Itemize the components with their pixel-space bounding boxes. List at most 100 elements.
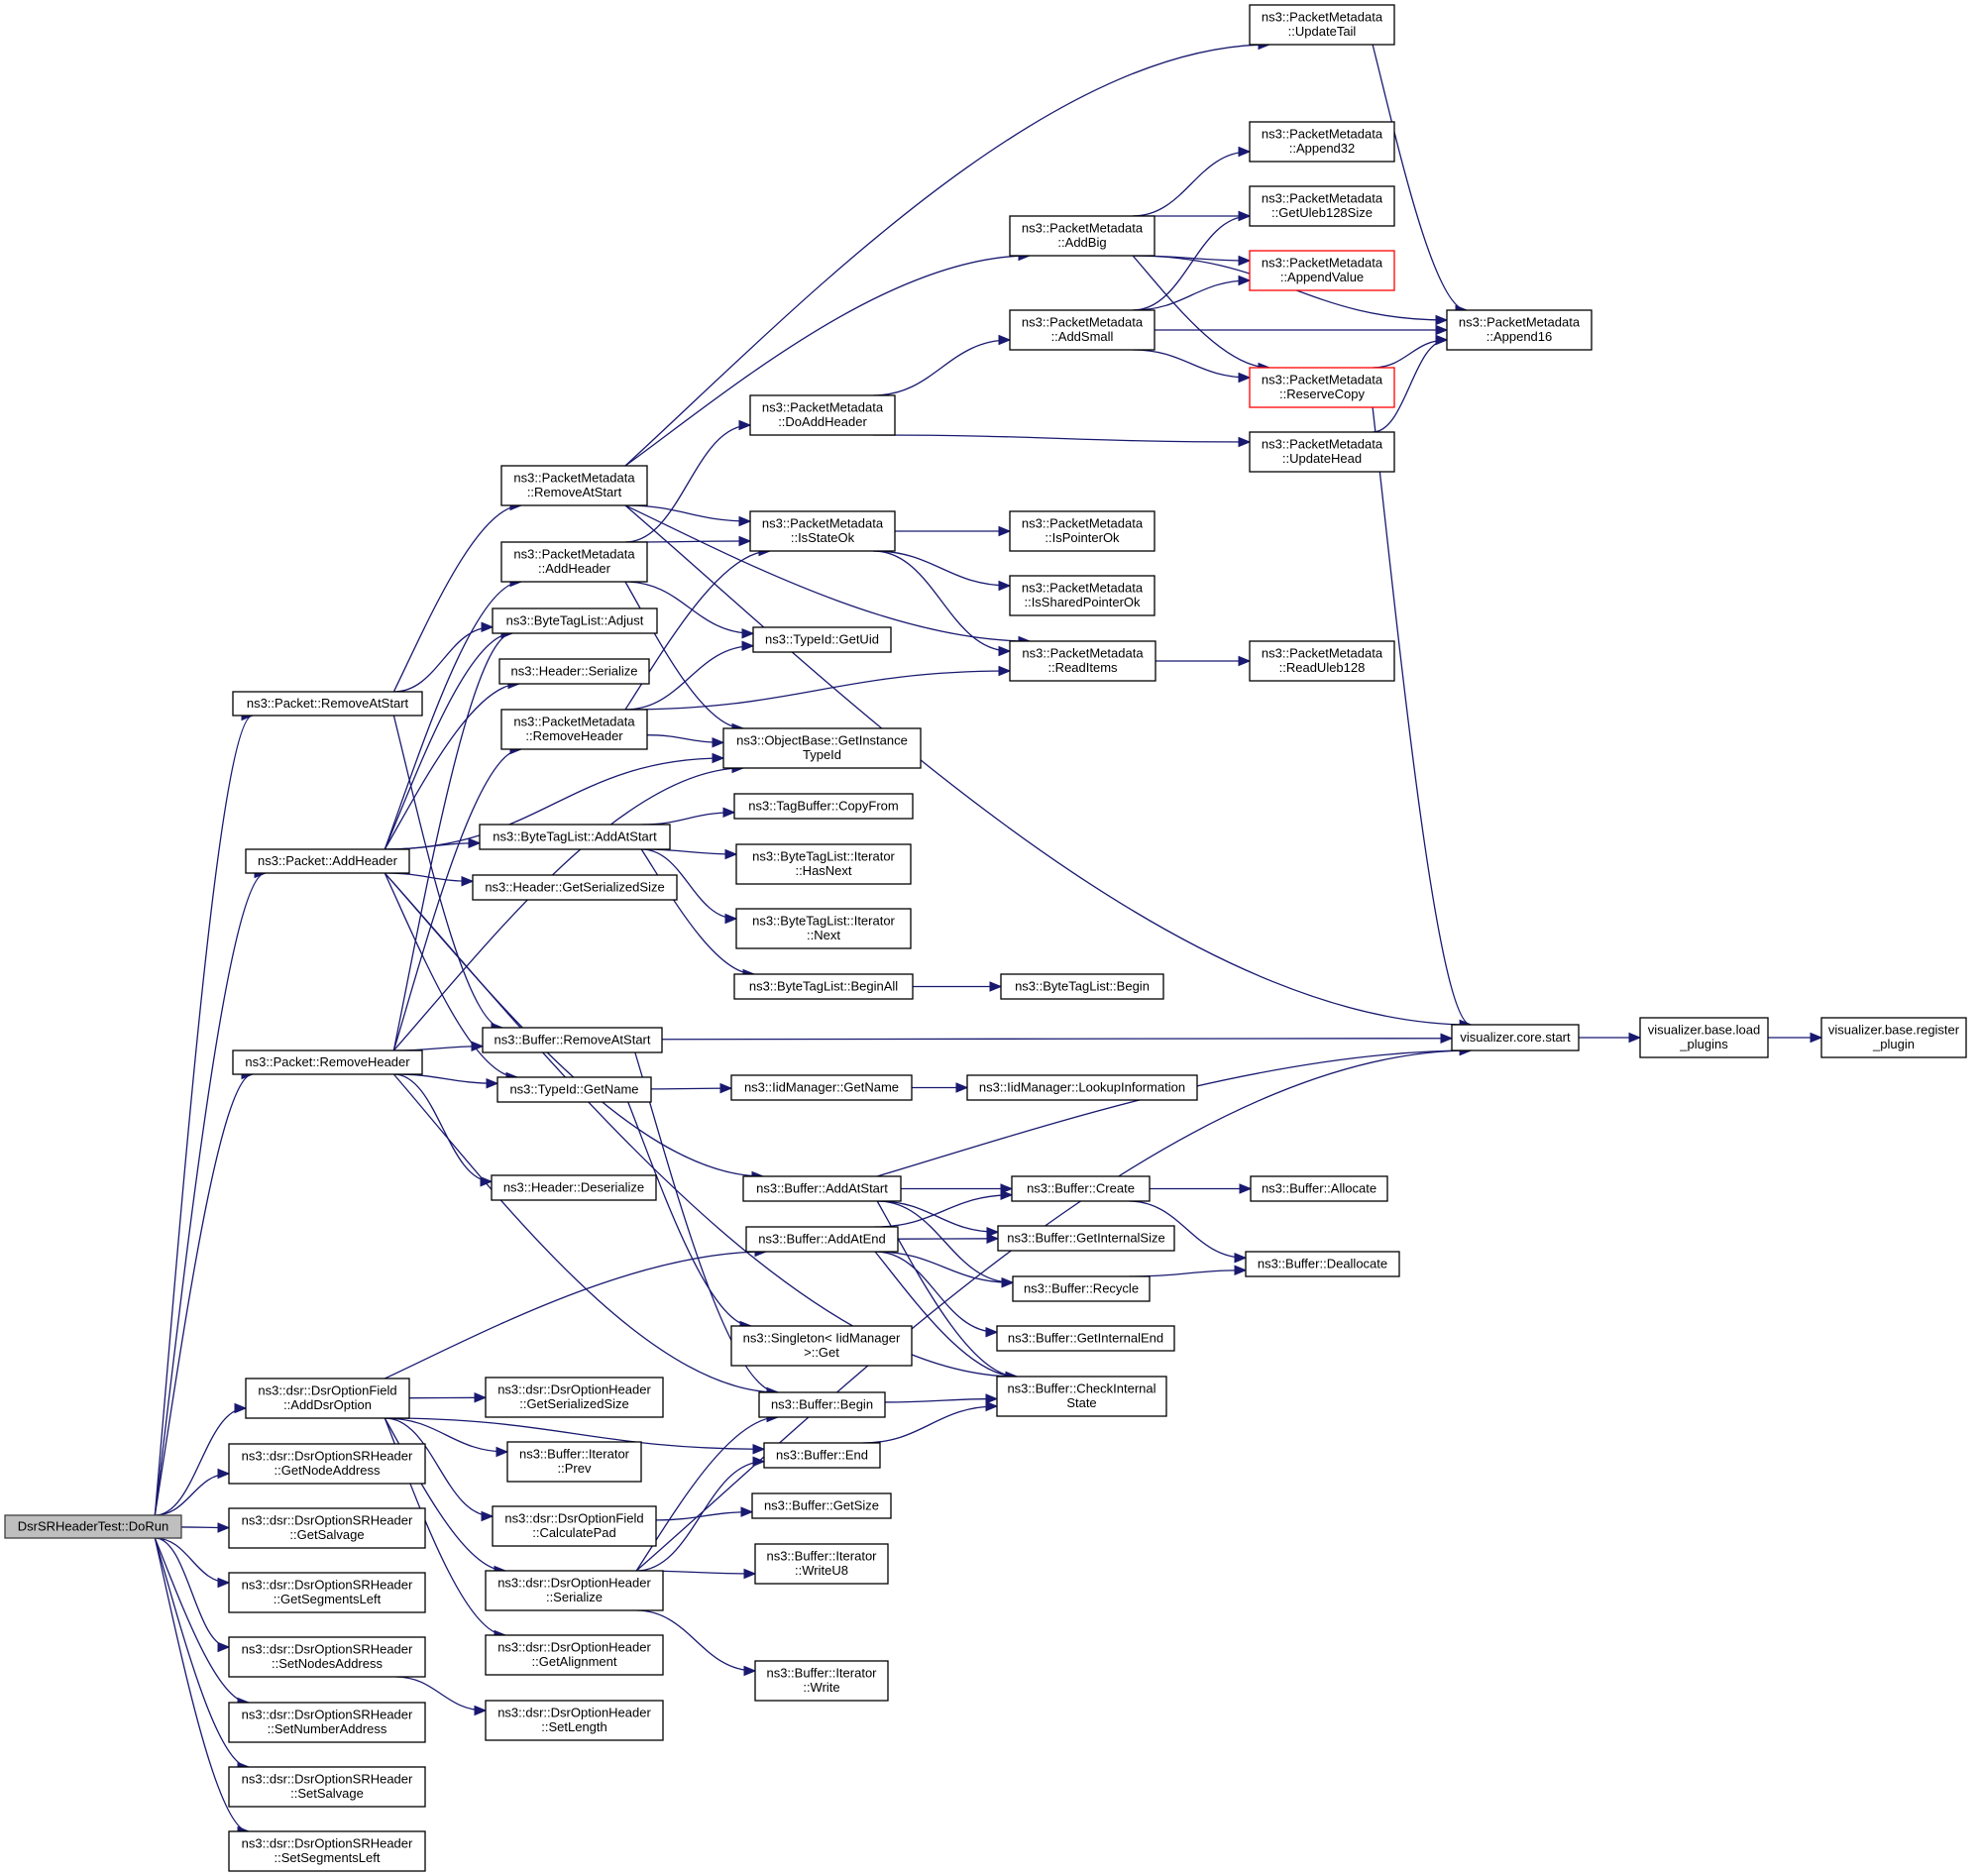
node-buf-add-at-end[interactable]: ns3::Buffer::AddAtEnd <box>745 1226 899 1253</box>
node-buf-iter-write-u8[interactable]: ns3::Buffer::Iterator::WriteU8 <box>754 1543 889 1585</box>
node-box[interactable] <box>1009 215 1156 257</box>
node-box[interactable] <box>730 1325 913 1367</box>
node-box[interactable] <box>733 793 914 820</box>
node-sr-get-node-address[interactable]: ns3::dsr::DsrOptionSRHeader::GetNodeAddr… <box>228 1443 426 1485</box>
node-btl-add-at-start[interactable]: ns3::ByteTagList::AddAtStart <box>479 824 671 850</box>
node-pkt-add-header[interactable]: ns3::Packet::AddHeader <box>245 848 410 874</box>
node-pm-update-tail[interactable]: ns3::PacketMetadata::UpdateTail <box>1249 4 1395 46</box>
node-box[interactable] <box>735 843 912 885</box>
node-box[interactable] <box>754 1543 889 1585</box>
node-pm-append32[interactable]: ns3::PacketMetadata::Append32 <box>1249 121 1395 163</box>
node-doh-get-alignment[interactable]: ns3::dsr::DsrOptionHeader::GetAlignment <box>485 1634 664 1676</box>
node-box[interactable] <box>1000 973 1164 1000</box>
node-box[interactable] <box>232 1049 423 1075</box>
node-box[interactable] <box>1249 185 1395 227</box>
node-buf-get-size[interactable]: ns3::Buffer::GetSize <box>751 1492 892 1519</box>
node-box[interactable] <box>485 1377 664 1418</box>
node-viz-register-plugin[interactable]: visualizer.base.register_plugin <box>1820 1017 1967 1058</box>
node-pm-is-state-ok[interactable]: ns3::PacketMetadata::IsStateOk <box>749 510 896 552</box>
node-box[interactable] <box>1249 250 1395 291</box>
node-box[interactable] <box>491 1174 657 1201</box>
node-sr-set-segments-left[interactable]: ns3::dsr::DsrOptionSRHeader::SetSegments… <box>228 1830 426 1872</box>
node-box[interactable] <box>749 510 896 552</box>
node-box[interactable] <box>1820 1017 1967 1058</box>
node-box[interactable] <box>500 541 648 583</box>
node-buf-iter-prev[interactable]: ns3::Buffer::Iterator::Prev <box>506 1441 642 1483</box>
node-box[interactable] <box>1249 121 1395 163</box>
node-singleton-get[interactable]: ns3::Singleton< IidManager>::Get <box>730 1325 913 1367</box>
node-pm-read-items[interactable]: ns3::PacketMetadata::ReadItems <box>1009 640 1156 682</box>
node-box[interactable] <box>1245 1251 1400 1277</box>
node-btl-iter-next[interactable]: ns3::ByteTagList::Iterator::Next <box>735 908 912 949</box>
node-box[interactable] <box>997 1225 1175 1252</box>
node-box[interactable] <box>500 465 648 506</box>
node-box[interactable] <box>498 658 650 685</box>
node-box[interactable] <box>492 607 658 634</box>
node-pm-is-shared-pointer-ok[interactable]: ns3::PacketMetadata::IsSharedPointerOk <box>1009 575 1156 616</box>
node-box[interactable] <box>1249 4 1395 46</box>
node-sr-set-salvage[interactable]: ns3::dsr::DsrOptionSRHeader::SetSalvage <box>228 1766 426 1808</box>
node-box[interactable] <box>245 1378 410 1419</box>
node-buf-get-internal-size[interactable]: ns3::Buffer::GetInternalSize <box>997 1225 1175 1252</box>
node-box[interactable] <box>232 691 423 717</box>
node-box[interactable] <box>1009 575 1156 616</box>
node-box[interactable] <box>479 824 671 850</box>
node-tag-buf-copy-from[interactable]: ns3::TagBuffer::CopyFrom <box>733 793 914 820</box>
node-box[interactable] <box>742 1175 902 1202</box>
node-iid-get-name[interactable]: ns3::IidManager::GetName <box>730 1074 913 1101</box>
node-box[interactable] <box>228 1507 426 1549</box>
node-doh-set-length[interactable]: ns3::dsr::DsrOptionHeader::SetLength <box>485 1700 664 1741</box>
node-buf-end[interactable]: ns3::Buffer::End <box>763 1442 881 1469</box>
node-pm-add-big[interactable]: ns3::PacketMetadata::AddBig <box>1009 215 1156 257</box>
node-pm-do-add-header[interactable]: ns3::PacketMetadata::DoAddHeader <box>749 394 896 436</box>
node-box[interactable] <box>754 1660 889 1702</box>
node-add-dsr-option[interactable]: ns3::dsr::DsrOptionField::AddDsrOption <box>245 1378 410 1419</box>
node-box[interactable] <box>492 1505 657 1547</box>
node-box[interactable] <box>485 1570 664 1611</box>
node-box[interactable] <box>228 1443 426 1485</box>
node-buf-iter-write[interactable]: ns3::Buffer::Iterator::Write <box>754 1660 889 1702</box>
node-box[interactable] <box>730 1074 913 1101</box>
node-box[interactable] <box>1250 1175 1388 1202</box>
node-buf-recycle[interactable]: ns3::Buffer::Recycle <box>1012 1275 1151 1302</box>
node-box[interactable] <box>1009 640 1156 682</box>
node-box[interactable] <box>482 1027 663 1053</box>
node-btl-iter-has-next[interactable]: ns3::ByteTagList::Iterator::HasNext <box>735 843 912 885</box>
node-pm-get-uleb128-size[interactable]: ns3::PacketMetadata::GetUleb128Size <box>1249 185 1395 227</box>
node-box[interactable] <box>745 1226 899 1253</box>
node-buf-begin[interactable]: ns3::Buffer::Begin <box>758 1391 886 1418</box>
node-iid-lookup-information[interactable]: ns3::IidManager::LookupInformation <box>966 1074 1198 1101</box>
node-viz-core-start[interactable]: visualizer.core.start <box>1451 1024 1580 1051</box>
node-dof-calculate-pad[interactable]: ns3::dsr::DsrOptionField::CalculatePad <box>492 1505 657 1547</box>
node-box[interactable] <box>722 727 922 769</box>
node-buf-get-internal-end[interactable]: ns3::Buffer::GetInternalEnd <box>996 1325 1175 1352</box>
node-pm-append-value[interactable]: ns3::PacketMetadata::AppendValue <box>1249 250 1395 291</box>
node-box[interactable] <box>228 1636 426 1678</box>
node-box[interactable] <box>751 1492 892 1519</box>
node-buf-allocate[interactable]: ns3::Buffer::Allocate <box>1250 1175 1388 1202</box>
node-box[interactable] <box>1012 1275 1151 1302</box>
node-box[interactable] <box>1009 510 1156 552</box>
node-box[interactable] <box>735 908 912 949</box>
node-box[interactable] <box>500 709 648 750</box>
node-sr-get-salvage[interactable]: ns3::dsr::DsrOptionSRHeader::GetSalvage <box>228 1507 426 1549</box>
node-box[interactable] <box>245 848 410 874</box>
node-box[interactable] <box>1249 640 1395 682</box>
node-box[interactable] <box>966 1074 1198 1101</box>
node-box[interactable] <box>763 1442 881 1469</box>
node-pm-update-head[interactable]: ns3::PacketMetadata::UpdateHead <box>1249 431 1395 473</box>
node-hdr-deserialize[interactable]: ns3::Header::Deserialize <box>491 1174 657 1201</box>
node-type-id-get-name[interactable]: ns3::TypeId::GetName <box>496 1076 652 1103</box>
node-doh-serialize[interactable]: ns3::dsr::DsrOptionHeader::Serialize <box>485 1570 664 1611</box>
node-btl-begin[interactable]: ns3::ByteTagList::Begin <box>1000 973 1164 1000</box>
node-box[interactable] <box>1011 1175 1151 1202</box>
node-pkt-remove-header[interactable]: ns3::Packet::RemoveHeader <box>232 1049 423 1075</box>
node-pm-add-header[interactable]: ns3::PacketMetadata::AddHeader <box>500 541 648 583</box>
node-pm-read-uleb128[interactable]: ns3::PacketMetadata::ReadUleb128 <box>1249 640 1395 682</box>
node-box[interactable] <box>506 1441 642 1483</box>
node-box[interactable] <box>749 394 896 436</box>
node-pkt-remove-at-start[interactable]: ns3::Packet::RemoveAtStart <box>232 691 423 717</box>
node-box[interactable] <box>1009 309 1156 351</box>
node-doh-get-serialized-size[interactable]: ns3::dsr::DsrOptionHeader::GetSerialized… <box>485 1377 664 1418</box>
node-box[interactable] <box>485 1700 664 1741</box>
